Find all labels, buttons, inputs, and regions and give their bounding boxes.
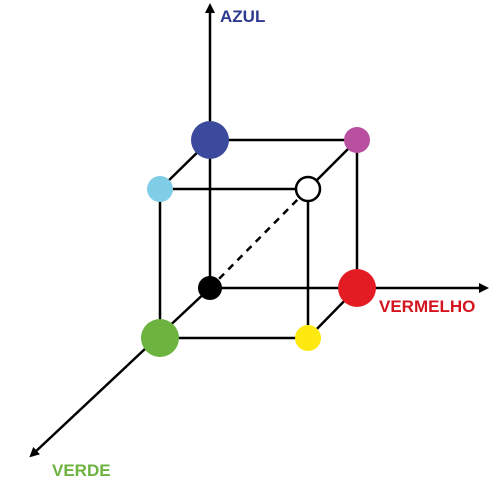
blue-vertex-icon <box>191 121 229 159</box>
blue-axis-label: AZUL <box>220 7 265 26</box>
green-axis-label: VERDE <box>52 461 111 480</box>
red-axis-label: VERMELHO <box>379 297 475 316</box>
magenta-vertex-icon <box>344 127 370 153</box>
red-vertex-icon <box>338 269 376 307</box>
white-vertex-icon <box>294 175 322 203</box>
green-axis <box>29 287 211 458</box>
green-vertex-icon <box>141 319 179 357</box>
black-vertex-icon <box>198 276 222 300</box>
yellow-vertex-icon <box>295 325 321 351</box>
grayscale-diagonal <box>209 188 309 289</box>
cyan-vertex-icon <box>147 176 173 202</box>
